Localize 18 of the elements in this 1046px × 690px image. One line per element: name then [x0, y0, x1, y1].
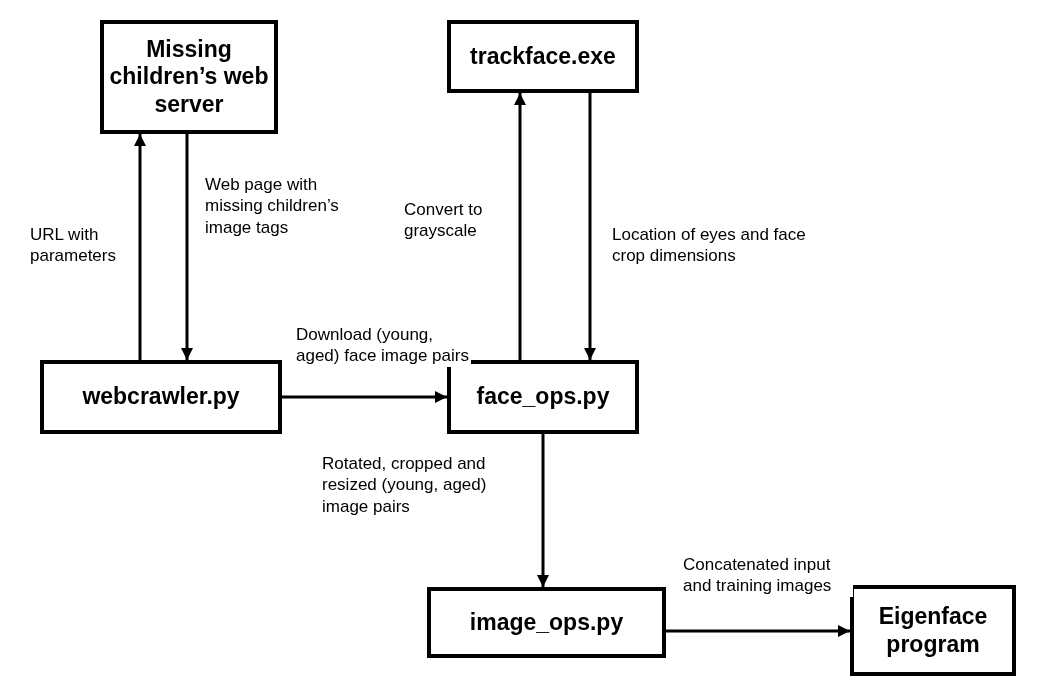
box-label: trackface.exe [470, 42, 616, 71]
arrow [514, 93, 526, 360]
process-box [427, 587, 666, 658]
arrow [134, 134, 146, 360]
arrow [181, 134, 193, 360]
box-label: Missing children’s web server [108, 35, 270, 119]
arrow [666, 625, 850, 637]
arrow [584, 93, 596, 360]
process-box [850, 585, 1016, 676]
process-box [100, 20, 278, 134]
arrow [537, 434, 549, 587]
box-label: webcrawler.py [82, 383, 240, 411]
box-label: image_ops.py [469, 608, 624, 637]
arrow [282, 391, 447, 403]
box-label: face_ops.py [476, 383, 610, 411]
box-label: Eigenface program [877, 602, 989, 659]
process-box [40, 360, 282, 434]
process-box [447, 20, 639, 93]
